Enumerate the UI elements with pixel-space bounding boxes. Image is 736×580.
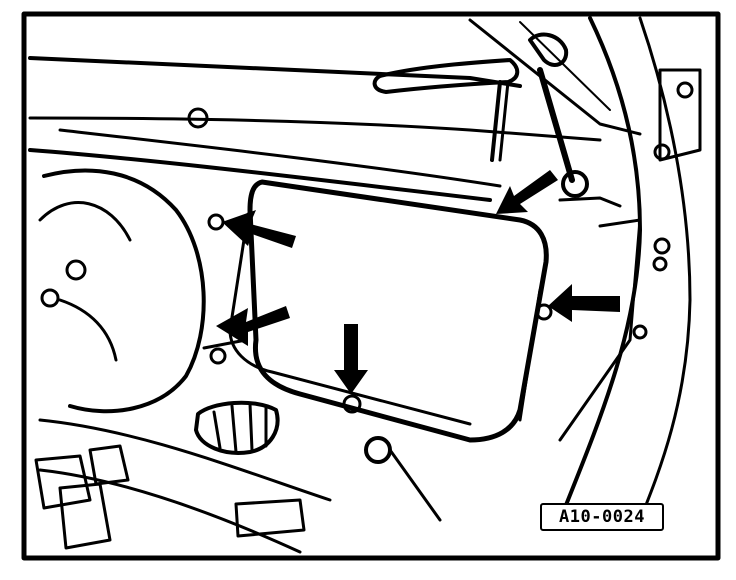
arrow-icon bbox=[496, 170, 558, 214]
brake-booster bbox=[38, 168, 332, 554]
hood-panel bbox=[28, 18, 642, 202]
bellows-grommet bbox=[194, 400, 280, 455]
arrow-icon bbox=[222, 210, 296, 248]
arrow-icon bbox=[548, 284, 620, 322]
arrow-icon bbox=[334, 324, 368, 394]
figure-frame bbox=[21, 11, 721, 561]
box-mounting-bolts bbox=[207, 213, 553, 414]
wrench-tool bbox=[372, 32, 622, 208]
callout-arrows bbox=[216, 170, 620, 394]
fender-panel bbox=[558, 16, 702, 522]
arrow-icon bbox=[216, 306, 290, 346]
relay-box-cover bbox=[202, 179, 549, 443]
connectors-lower-left bbox=[34, 436, 442, 550]
figure-id-label: A10-0024 bbox=[540, 503, 664, 531]
